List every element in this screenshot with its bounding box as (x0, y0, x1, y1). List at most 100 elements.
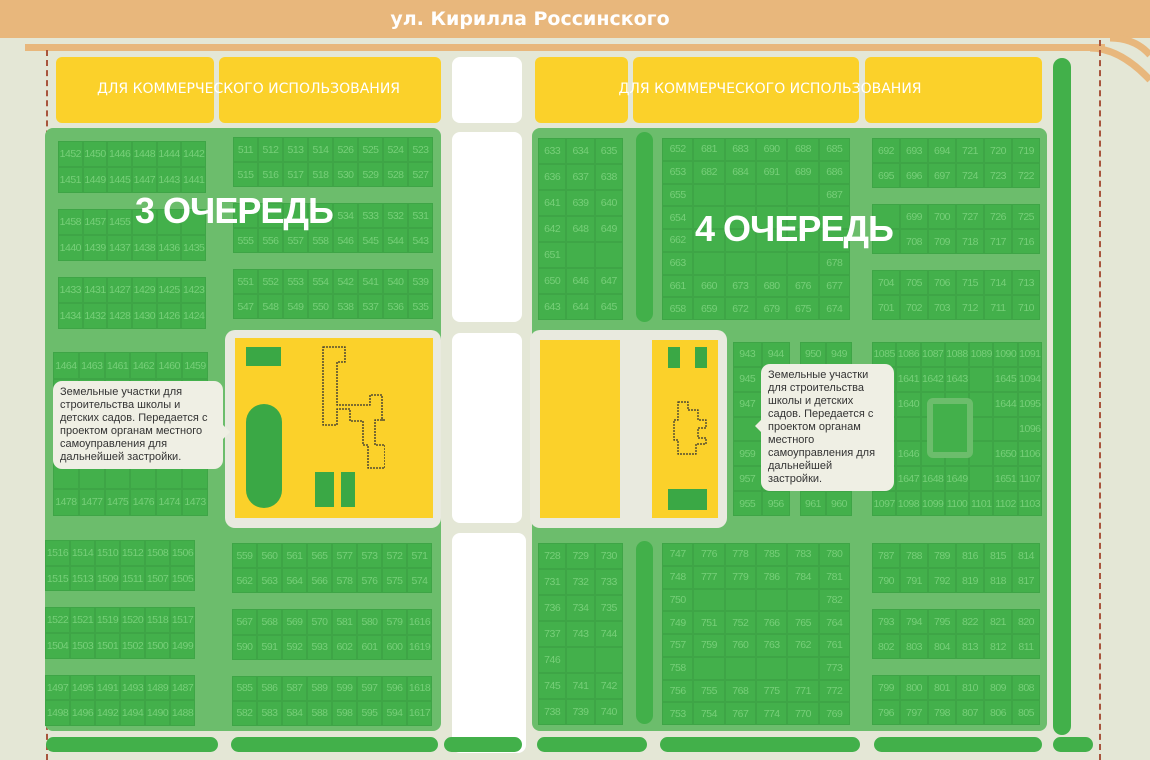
plot[interactable]: 1501 (95, 633, 120, 659)
plot[interactable]: 553 (283, 269, 308, 294)
plot[interactable]: 795 (928, 609, 956, 634)
plot[interactable]: 574 (407, 568, 432, 594)
plot[interactable]: 524 (383, 137, 408, 162)
plot[interactable]: 541 (358, 269, 383, 294)
plot[interactable]: 533 (358, 203, 383, 228)
plot[interactable]: 546 (333, 228, 358, 253)
plot[interactable]: 796 (872, 700, 900, 725)
plot[interactable]: 1457 (82, 209, 108, 235)
plot[interactable]: 710 (1012, 295, 1040, 320)
plot[interactable]: 572 (382, 543, 407, 569)
plot[interactable]: 684 (724, 160, 756, 184)
plot[interactable]: 1494 (120, 700, 145, 727)
plot[interactable]: 704 (872, 270, 900, 295)
plot[interactable]: 570 (307, 609, 332, 635)
plot[interactable]: 759 (693, 634, 725, 657)
plot[interactable]: 649 (594, 216, 623, 242)
plot[interactable]: 1426 (156, 303, 182, 329)
plot[interactable]: 554 (308, 269, 333, 294)
plot[interactable]: 781 (818, 565, 850, 589)
plot[interactable] (993, 416, 1018, 442)
plot[interactable]: 788 (900, 543, 928, 568)
plot[interactable]: 1514 (70, 540, 95, 566)
plot[interactable]: 1475 (104, 488, 131, 516)
plot[interactable]: 1647 (896, 466, 921, 492)
plot[interactable]: 1452 (58, 141, 83, 167)
plot[interactable]: 1641 (896, 366, 921, 392)
plot[interactable]: 678 (818, 251, 850, 275)
plot[interactable]: 785 (755, 543, 788, 566)
plot[interactable] (755, 206, 788, 229)
plot[interactable]: 1498 (45, 700, 70, 727)
plot[interactable]: 575 (382, 568, 407, 594)
plot[interactable] (156, 209, 182, 235)
plot[interactable] (787, 588, 819, 612)
plot[interactable]: 1430 (132, 303, 157, 329)
plot[interactable]: 737 (538, 621, 567, 647)
plot[interactable]: 817 (1012, 568, 1040, 593)
plot[interactable]: 1519 (95, 607, 120, 634)
plot[interactable]: 527 (408, 162, 433, 187)
plot[interactable] (283, 203, 308, 228)
plot[interactable]: 584 (282, 700, 307, 727)
plot[interactable] (693, 229, 725, 252)
plot[interactable]: 694 (928, 138, 956, 163)
plot[interactable]: 740 (594, 699, 623, 725)
plot[interactable]: 578 (332, 568, 357, 594)
plot[interactable]: 766 (755, 611, 788, 634)
plot[interactable]: 789 (928, 543, 956, 568)
plot[interactable]: 1520 (120, 607, 145, 634)
plot[interactable]: 721 (956, 138, 984, 163)
plot[interactable]: 726 (984, 204, 1012, 229)
plot[interactable]: 961 (800, 491, 826, 517)
plot[interactable]: 646 (566, 268, 595, 294)
plot[interactable]: 1521 (70, 607, 95, 634)
plot[interactable]: 675 (787, 297, 819, 320)
plot[interactable]: 579 (382, 609, 407, 635)
plot[interactable]: 756 (662, 679, 694, 703)
plot[interactable]: 1515 (45, 565, 70, 592)
plot[interactable]: 1462 (130, 352, 157, 380)
plot[interactable]: 716 (1012, 229, 1040, 254)
plot[interactable]: 758 (662, 656, 694, 680)
plot[interactable] (872, 229, 900, 254)
plot[interactable]: 749 (662, 611, 694, 634)
plot[interactable]: 1095 (1017, 391, 1042, 417)
plot[interactable]: 760 (724, 634, 756, 657)
plot[interactable]: 734 (566, 595, 595, 621)
plot[interactable]: 1646 (896, 441, 921, 467)
plot[interactable]: 709 (928, 229, 956, 254)
plot[interactable]: 1443 (156, 167, 182, 193)
plot[interactable]: 1451 (58, 167, 83, 193)
plot[interactable]: 682 (693, 160, 725, 184)
plot[interactable]: 1437 (107, 235, 133, 261)
plot[interactable]: 1511 (120, 565, 145, 592)
plot[interactable]: 561 (282, 543, 307, 569)
plot[interactable]: 655 (662, 183, 694, 207)
plot[interactable]: 800 (900, 675, 928, 700)
plot[interactable] (969, 441, 994, 467)
plot[interactable] (896, 416, 921, 442)
plot[interactable]: 1493 (120, 674, 145, 701)
plot[interactable]: 1649 (944, 466, 970, 492)
plot[interactable]: 555 (233, 228, 258, 253)
plot[interactable]: 1438 (132, 235, 157, 261)
plot[interactable]: 581 (332, 609, 357, 635)
plot[interactable] (693, 251, 725, 275)
plot[interactable]: 1506 (170, 540, 195, 566)
plot[interactable]: 641 (538, 190, 567, 216)
plot[interactable]: 1473 (182, 488, 208, 516)
plot[interactable]: 1449 (82, 167, 108, 193)
plot[interactable]: 702 (900, 295, 928, 320)
plot[interactable] (872, 204, 900, 229)
plot[interactable]: 718 (956, 229, 984, 254)
plot[interactable]: 809 (984, 675, 1012, 700)
plot[interactable]: 699 (900, 204, 928, 229)
plot[interactable]: 957 (733, 466, 762, 492)
plot[interactable]: 551 (233, 269, 258, 294)
plot[interactable]: 1650 (993, 441, 1018, 467)
plot[interactable]: 653 (662, 160, 694, 184)
plot[interactable]: 1644 (993, 391, 1018, 417)
plot[interactable]: 534 (333, 203, 358, 228)
plot[interactable]: 798 (928, 700, 956, 725)
